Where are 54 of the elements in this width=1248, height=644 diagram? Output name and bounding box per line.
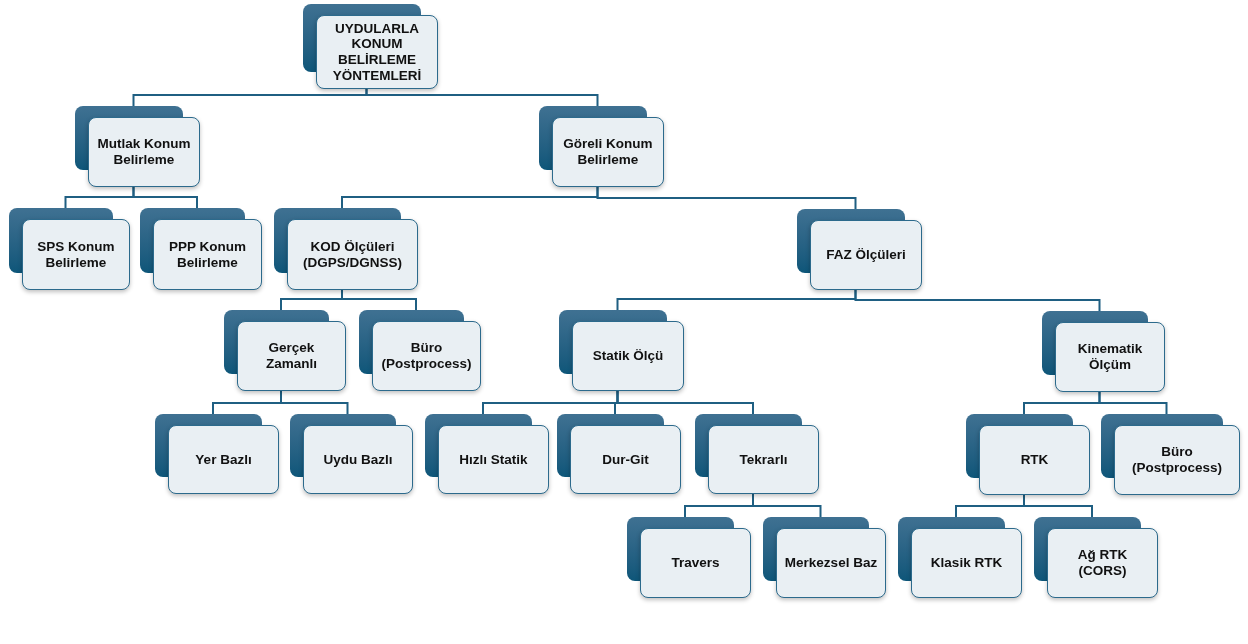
connector-line bbox=[616, 390, 754, 415]
process-box bbox=[224, 310, 346, 391]
process-box bbox=[1101, 414, 1240, 495]
node-label: Travers bbox=[671, 555, 720, 571]
process-box bbox=[627, 517, 751, 598]
process-box bbox=[359, 310, 481, 391]
process-box bbox=[539, 106, 664, 187]
process-box bbox=[557, 414, 681, 494]
process-box bbox=[155, 414, 279, 494]
connector-line bbox=[132, 186, 198, 209]
process-box bbox=[559, 310, 684, 391]
node-label: UYDULARLA KONUM BELİRLEME YÖNTEMLERİ bbox=[331, 20, 423, 84]
node-label: Büro (Postprocess) bbox=[380, 340, 473, 372]
node-label: Yer Bazlı bbox=[195, 451, 252, 468]
node-label: Klasik RTK bbox=[930, 555, 1003, 571]
process-box bbox=[9, 208, 130, 290]
process-box bbox=[797, 209, 922, 290]
process-box bbox=[425, 414, 549, 494]
node-label: Dur-Git bbox=[602, 451, 649, 468]
process-box bbox=[140, 208, 262, 290]
process-box bbox=[290, 414, 413, 494]
process-box bbox=[898, 517, 1022, 598]
connector-line bbox=[752, 493, 822, 518]
node-label: Göreli Konum Belirleme bbox=[562, 136, 654, 168]
node-label: Hızlı Statik bbox=[459, 451, 528, 468]
process-box bbox=[75, 106, 200, 187]
node-label: Mutlak Konum Belirleme bbox=[96, 136, 192, 168]
process-box bbox=[763, 517, 886, 598]
node-label: KOD Ölçüleri (DGPS/DGNSS) bbox=[302, 239, 403, 270]
process-box bbox=[1034, 517, 1158, 598]
process-box bbox=[1042, 311, 1165, 392]
process-box bbox=[695, 414, 819, 494]
node-label: Gerçek Zamanlı bbox=[265, 340, 318, 372]
connector-line bbox=[1098, 391, 1168, 415]
process-box bbox=[966, 414, 1090, 495]
connector-line bbox=[341, 289, 417, 311]
node-label: PPP Konum Belirleme bbox=[168, 239, 247, 270]
node-label: Büro (Postprocess) bbox=[1131, 444, 1223, 476]
node-label: Ağ RTK (CORS) bbox=[1076, 547, 1129, 579]
process-box bbox=[274, 208, 418, 290]
node-label: SPS Konum Belirleme bbox=[36, 239, 116, 270]
node-label: Tekrarlı bbox=[739, 451, 788, 468]
node-label: Uydu Bazlı bbox=[323, 451, 393, 468]
connector-line bbox=[854, 289, 1101, 312]
node-label: Merkezsel Baz bbox=[784, 555, 878, 571]
process-box bbox=[303, 4, 438, 89]
node-label: Statik Ölçü bbox=[592, 348, 664, 364]
connector-line bbox=[1023, 494, 1093, 518]
connector-line bbox=[596, 186, 857, 210]
node-label: FAZ Ölçüleri bbox=[826, 247, 906, 263]
node-label: Kinematik Ölçüm bbox=[1076, 341, 1144, 373]
connector-line bbox=[280, 390, 349, 415]
connector-line bbox=[365, 88, 599, 107]
node-label: RTK bbox=[1020, 452, 1049, 468]
